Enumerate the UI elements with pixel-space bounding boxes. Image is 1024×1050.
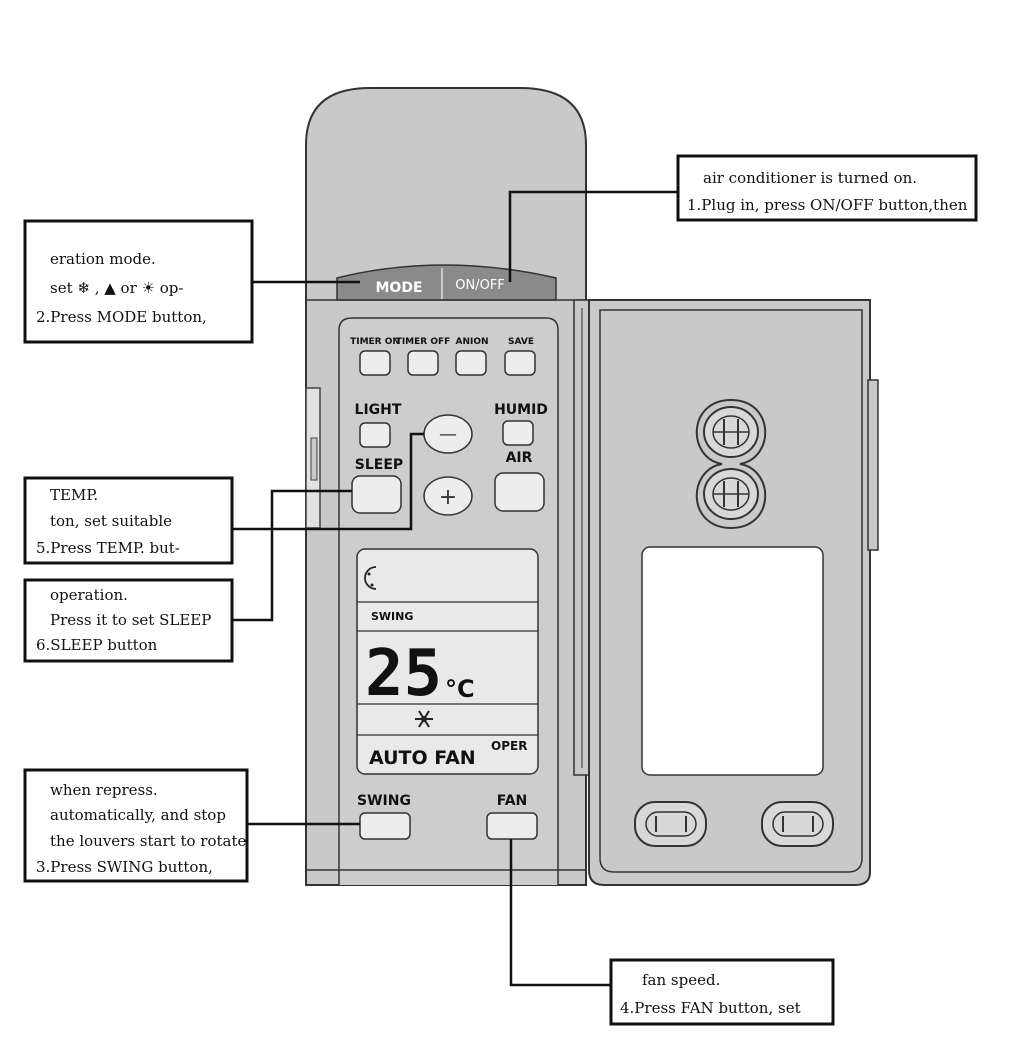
swing-button[interactable] bbox=[359, 812, 411, 840]
lcd-fan-mode: AUTO FAN bbox=[369, 747, 476, 769]
cover-side-tab bbox=[867, 379, 879, 551]
remote-side-notch bbox=[310, 437, 318, 481]
timer-on-label: TIMER ON bbox=[350, 337, 400, 347]
light-button[interactable] bbox=[359, 422, 391, 448]
back-cover-inner bbox=[599, 309, 863, 873]
callout-swing-line-3: automatically, and stop bbox=[50, 806, 226, 824]
leader-on-off bbox=[508, 190, 678, 282]
callout-on-off-line-2: air conditioner is turned on. bbox=[703, 169, 917, 187]
temp-plus-button[interactable] bbox=[423, 476, 473, 516]
cool-snowflake-icon bbox=[415, 710, 433, 728]
light-label: LIGHT bbox=[355, 402, 402, 418]
callout-swing-line-1: 3.Press SWING button, bbox=[36, 858, 213, 876]
callout-on-off-line-1: 1.Plug in, press ON/OFF button,then bbox=[687, 196, 968, 214]
lcd-temperature: 25 bbox=[365, 637, 442, 711]
timer-on-button[interactable] bbox=[359, 350, 391, 376]
leader-fan bbox=[509, 839, 611, 987]
anion-button[interactable] bbox=[455, 350, 487, 376]
callout-fan-line-1: 4.Press FAN button, set bbox=[620, 999, 801, 1017]
temp-minus-label: — bbox=[439, 424, 457, 445]
callout-swing-line-2: the louvers start to rotate bbox=[50, 832, 246, 850]
callout-on-off: 1.Plug in, press ON/OFF button,then air … bbox=[676, 154, 978, 222]
callout-sleep-line-1: 6.SLEEP button bbox=[36, 636, 158, 654]
callout-temp: 5.Press TEMP. but- ton, set suitable TEM… bbox=[23, 476, 234, 565]
callout-sleep-line-3: operation. bbox=[50, 586, 128, 604]
on-off-button[interactable]: ON/OFF bbox=[455, 278, 505, 293]
callout-fan-line-2: fan speed. bbox=[642, 971, 720, 989]
lcd-display bbox=[356, 548, 539, 775]
save-label: SAVE bbox=[508, 337, 534, 347]
anion-label: ANION bbox=[455, 337, 488, 347]
callout-mode: 2.Press MODE button, set ❄ , ▲ or ☀ op- … bbox=[23, 219, 254, 344]
timer-off-button[interactable] bbox=[407, 350, 439, 376]
humid-label: HUMID bbox=[494, 402, 548, 418]
air-button[interactable] bbox=[494, 472, 545, 512]
callout-temp-line-3: TEMP. bbox=[50, 486, 98, 504]
sleep-button[interactable] bbox=[351, 475, 402, 514]
callout-mode-line-2: set ❄ , ▲ or ☀ op- bbox=[50, 279, 183, 297]
fan-button[interactable] bbox=[486, 812, 538, 840]
humid-button[interactable] bbox=[502, 420, 534, 446]
sleep-label: SLEEP bbox=[355, 457, 403, 473]
lcd-oper-label: OPER bbox=[491, 739, 527, 753]
callout-mode-line-1: 2.Press MODE button, bbox=[36, 308, 207, 326]
timer-off-label: TIMER OFF bbox=[396, 337, 451, 347]
fan-label: FAN bbox=[497, 793, 528, 809]
callout-sleep-line-2: Press it to set SLEEP bbox=[50, 611, 211, 629]
save-button[interactable] bbox=[504, 350, 536, 376]
leader-temp bbox=[232, 432, 424, 531]
callout-temp-line-2: ton, set suitable bbox=[50, 512, 172, 530]
lcd-swing-label: SWING bbox=[371, 610, 413, 623]
callout-sleep: 6.SLEEP button Press it to set SLEEP ope… bbox=[23, 578, 234, 663]
callout-mode-line-3: eration mode. bbox=[50, 250, 156, 268]
cover-label-window bbox=[641, 546, 824, 776]
sleep-moon-icon bbox=[364, 566, 377, 590]
mode-button[interactable]: MODE bbox=[375, 280, 422, 296]
callout-fan: 4.Press FAN button, set fan speed. bbox=[609, 958, 835, 1026]
battery-compartment-icon bbox=[695, 398, 767, 530]
leader-sleep bbox=[232, 489, 352, 622]
callout-swing-line-4: when repress. bbox=[50, 781, 158, 799]
air-label: AIR bbox=[506, 450, 533, 466]
cover-clip-left bbox=[634, 801, 707, 847]
swing-label: SWING bbox=[357, 793, 411, 809]
callout-swing: 3.Press SWING button, the louvers start … bbox=[23, 768, 249, 883]
lcd-temp-unit: °C bbox=[445, 675, 475, 703]
cover-clip-right bbox=[761, 801, 834, 847]
top-button-pill bbox=[336, 264, 557, 301]
temp-plus-label: + bbox=[439, 485, 457, 510]
callout-temp-line-1: 5.Press TEMP. but- bbox=[36, 539, 180, 557]
